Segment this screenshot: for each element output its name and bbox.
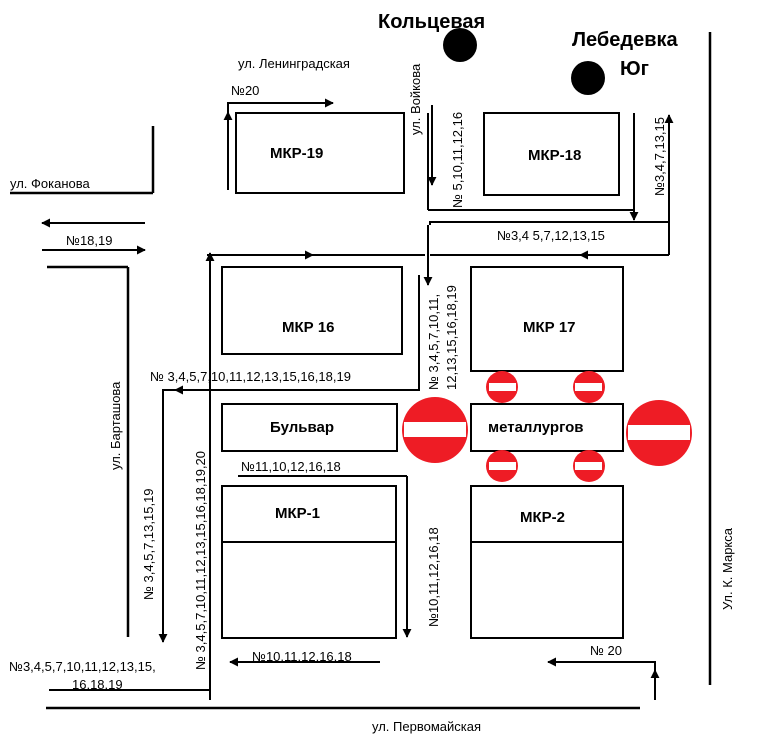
- no-entry-icon: [573, 450, 605, 482]
- block-label-metallurgov: металлургов: [488, 419, 584, 436]
- street-label-leningradskaya: ул. Ленинградская: [238, 56, 350, 71]
- stop-label-lebedevka: Лебедевка: [572, 29, 678, 51]
- block-mkr17: [470, 266, 624, 372]
- street-label-voikova: ул. Войкова: [408, 63, 423, 135]
- route-label-bartashova: № 3,4,5,7,13,15,19: [141, 488, 156, 600]
- no-entry-icon: [402, 397, 468, 463]
- route-label-inner-up: № 3,4,5,7,10,11,12,13,15,16,18,19,20: [193, 451, 208, 670]
- bartashova-down-arrow: [158, 389, 175, 643]
- block-label-mkr1: МКР-1: [275, 505, 320, 522]
- route-label-20-bottom: № 20: [590, 643, 622, 658]
- blocks: [221, 112, 624, 639]
- block-label-mkr16: МКР 16: [282, 319, 335, 336]
- route-label-fokanova: №18,19: [66, 233, 112, 248]
- stop-label-koltsevaya: Кольцевая: [378, 11, 485, 33]
- no-entry-icon: [626, 400, 692, 466]
- mkr18-lower-road: [429, 221, 668, 225]
- block-metallurgov: [470, 403, 624, 452]
- block-label-mkr17: МКР 17: [523, 319, 576, 336]
- block-label-mkr19: МКР-19: [270, 145, 323, 162]
- no-entry-signs: [402, 371, 692, 482]
- street-label-pervomaiskaya: ул. Первомайская: [372, 719, 481, 734]
- stop-circle-icon: [443, 28, 477, 62]
- block-label-mkr2: МКР-2: [520, 509, 565, 526]
- block-label-bulvar: Бульвар: [270, 419, 334, 436]
- no-entry-icon: [486, 371, 518, 403]
- street-label-k-marksa: Ул. К. Маркса: [720, 527, 735, 610]
- route-label-mkr1-right: №10,11,12,16,18: [426, 527, 441, 627]
- block-mkr19: [235, 112, 405, 194]
- mkr16-bottom-arrow: [174, 275, 420, 395]
- route-label-left-top: № 3,4,5,7,10,11,12,13,15,16,18,19: [150, 369, 351, 384]
- route-label-bottom-mid: №10,11,12,16,18: [252, 649, 352, 664]
- route-arrows: [41, 98, 674, 700]
- block-mkr16: [221, 266, 403, 355]
- route-label-bulvar: №11,10,12,16,18: [241, 459, 341, 474]
- block-mkr1: [221, 485, 397, 639]
- route-label-bottom-left-a: №3,4,5,7,10,11,12,13,15,: [9, 659, 156, 674]
- block-bulvar: [221, 403, 398, 452]
- stop-label-yug: Юг: [620, 58, 649, 80]
- block-mkr2: [470, 485, 624, 639]
- route-20-bottom-arrow: [547, 657, 656, 700]
- street-label-fokanova: ул. Фоканова: [10, 176, 91, 191]
- no-entry-icon: [486, 450, 518, 482]
- route-label-mid: №3,4 5,7,12,13,15: [497, 228, 605, 243]
- route-label-voikova: № 5,10,11,12,16: [450, 112, 465, 208]
- stop-circle-icon: [571, 61, 605, 95]
- route-label-mkr17-a: № 3,4,5,7,10,11,: [426, 294, 441, 390]
- route-label-bottom-left-b: 16,18,19: [72, 677, 123, 692]
- street-label-bartashova: ул. Барташова: [108, 381, 123, 470]
- block-mkr18: [483, 112, 620, 196]
- route-label-20-top: №20: [231, 83, 259, 98]
- no-entry-icon: [573, 371, 605, 403]
- street-lines: [10, 32, 712, 710]
- route-label-mkr17-b: 12,13,15,16,18,19: [444, 285, 459, 390]
- block-label-mkr18: МКР-18: [528, 147, 581, 164]
- route-label-marksa-up: №3,4,7,13,15: [652, 117, 667, 196]
